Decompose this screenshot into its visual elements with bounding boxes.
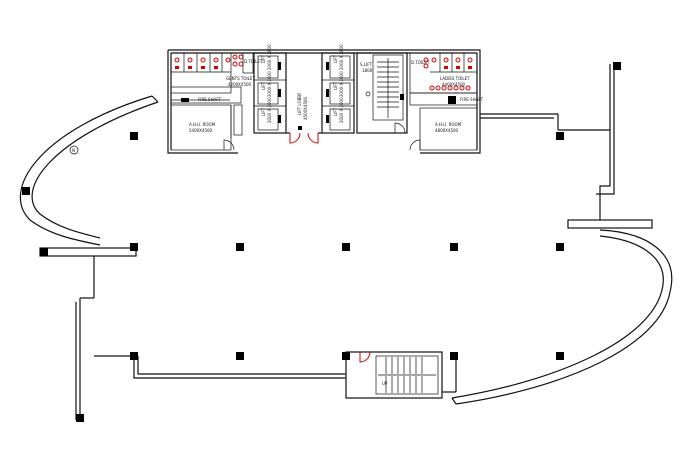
lift-lobby-size: 4500X4500 [303, 96, 308, 120]
lift-a-label: LIFT [261, 54, 266, 63]
service-lift-label: S.LIFT [360, 62, 372, 67]
lift-c-label: LIFT [261, 107, 266, 116]
ahu-room-right-label: A.H.U. ROOM [435, 122, 462, 127]
bottom-stair-treads [385, 357, 423, 393]
lift-d-label: LIFT [333, 54, 338, 63]
duct-right-label: D.TOILET [411, 60, 430, 65]
lift-f-label: LIFT [333, 107, 338, 116]
lift-a-size: 2000 X 2600 [267, 44, 272, 70]
lift-b-label: LIFT [261, 81, 266, 90]
core-stair-treads [377, 61, 399, 108]
lift-c-size: 2000 X 2600 [267, 97, 272, 123]
stair-up-label: UP [382, 381, 388, 386]
lift-group-left: LIFT 2000 X 2600 LIFT 2000 X 2600 LIFT 2… [253, 44, 287, 134]
lift-b-size: 2000 X 2600 [267, 71, 272, 97]
service-lift-stair: S.LIFT 1800 [356, 52, 408, 134]
ahu-room-left-size: 5400X4500 [189, 128, 213, 133]
gents-toilet: GENTS TOILET 4200X4500 D.TOILET FIRE SHA… [170, 52, 263, 104]
wc-cubicles-ladies [423, 53, 473, 91]
lift-f-size: 2000 X 2600 [339, 97, 344, 123]
north-marker: N [69, 145, 79, 155]
fire-shaft-right-label: FIRE SHAFT [460, 97, 484, 102]
fire-shaft-left-label: FIRE SHAFT [198, 97, 222, 102]
lift-group-right: LIFT 2000 X 2600 LIFT 2000 X 2600 LIFT 2… [321, 44, 355, 134]
perimeter-walls: UP [19, 64, 673, 420]
lift-lobby: LIFT LOBBY 4500X4500 [286, 92, 322, 144]
lift-e-size: 2000 X 2600 [339, 71, 344, 97]
ahu-room-right-size: 4800X4500 [435, 128, 459, 133]
core-block: GENTS TOILET 4200X4500 D.TOILET FIRE SHA… [167, 44, 484, 154]
lift-d-size: 2000 X 2600 [339, 44, 344, 70]
ladies-toilet-label: LADIES TOILET [440, 76, 470, 81]
gents-toilet-label: GENTS TOILET [226, 76, 255, 81]
ladies-toilet: D.TOILET LADIES TOILET 4400X4500 FIRE SH… [409, 52, 484, 106]
lift-e-label: LIFT [333, 81, 338, 90]
gents-toilet-size: 4200X4500 [228, 82, 252, 87]
ladies-toilet-size: 4400X4500 [442, 82, 466, 87]
structural-columns [22, 62, 621, 422]
service-lift-size: 1800 [362, 68, 373, 73]
ahu-room-right: A.H.U. ROOM 4800X4500 [409, 107, 478, 151]
north-label: N [72, 148, 75, 153]
ahu-room-left-label: A.H.U. ROOM [189, 122, 216, 127]
lift-lobby-label: LIFT LOBBY [297, 92, 302, 115]
ahu-room-left: A.H.U. ROOM 5400X4500 [170, 104, 243, 151]
wc-cubicles-gents [174, 53, 244, 72]
